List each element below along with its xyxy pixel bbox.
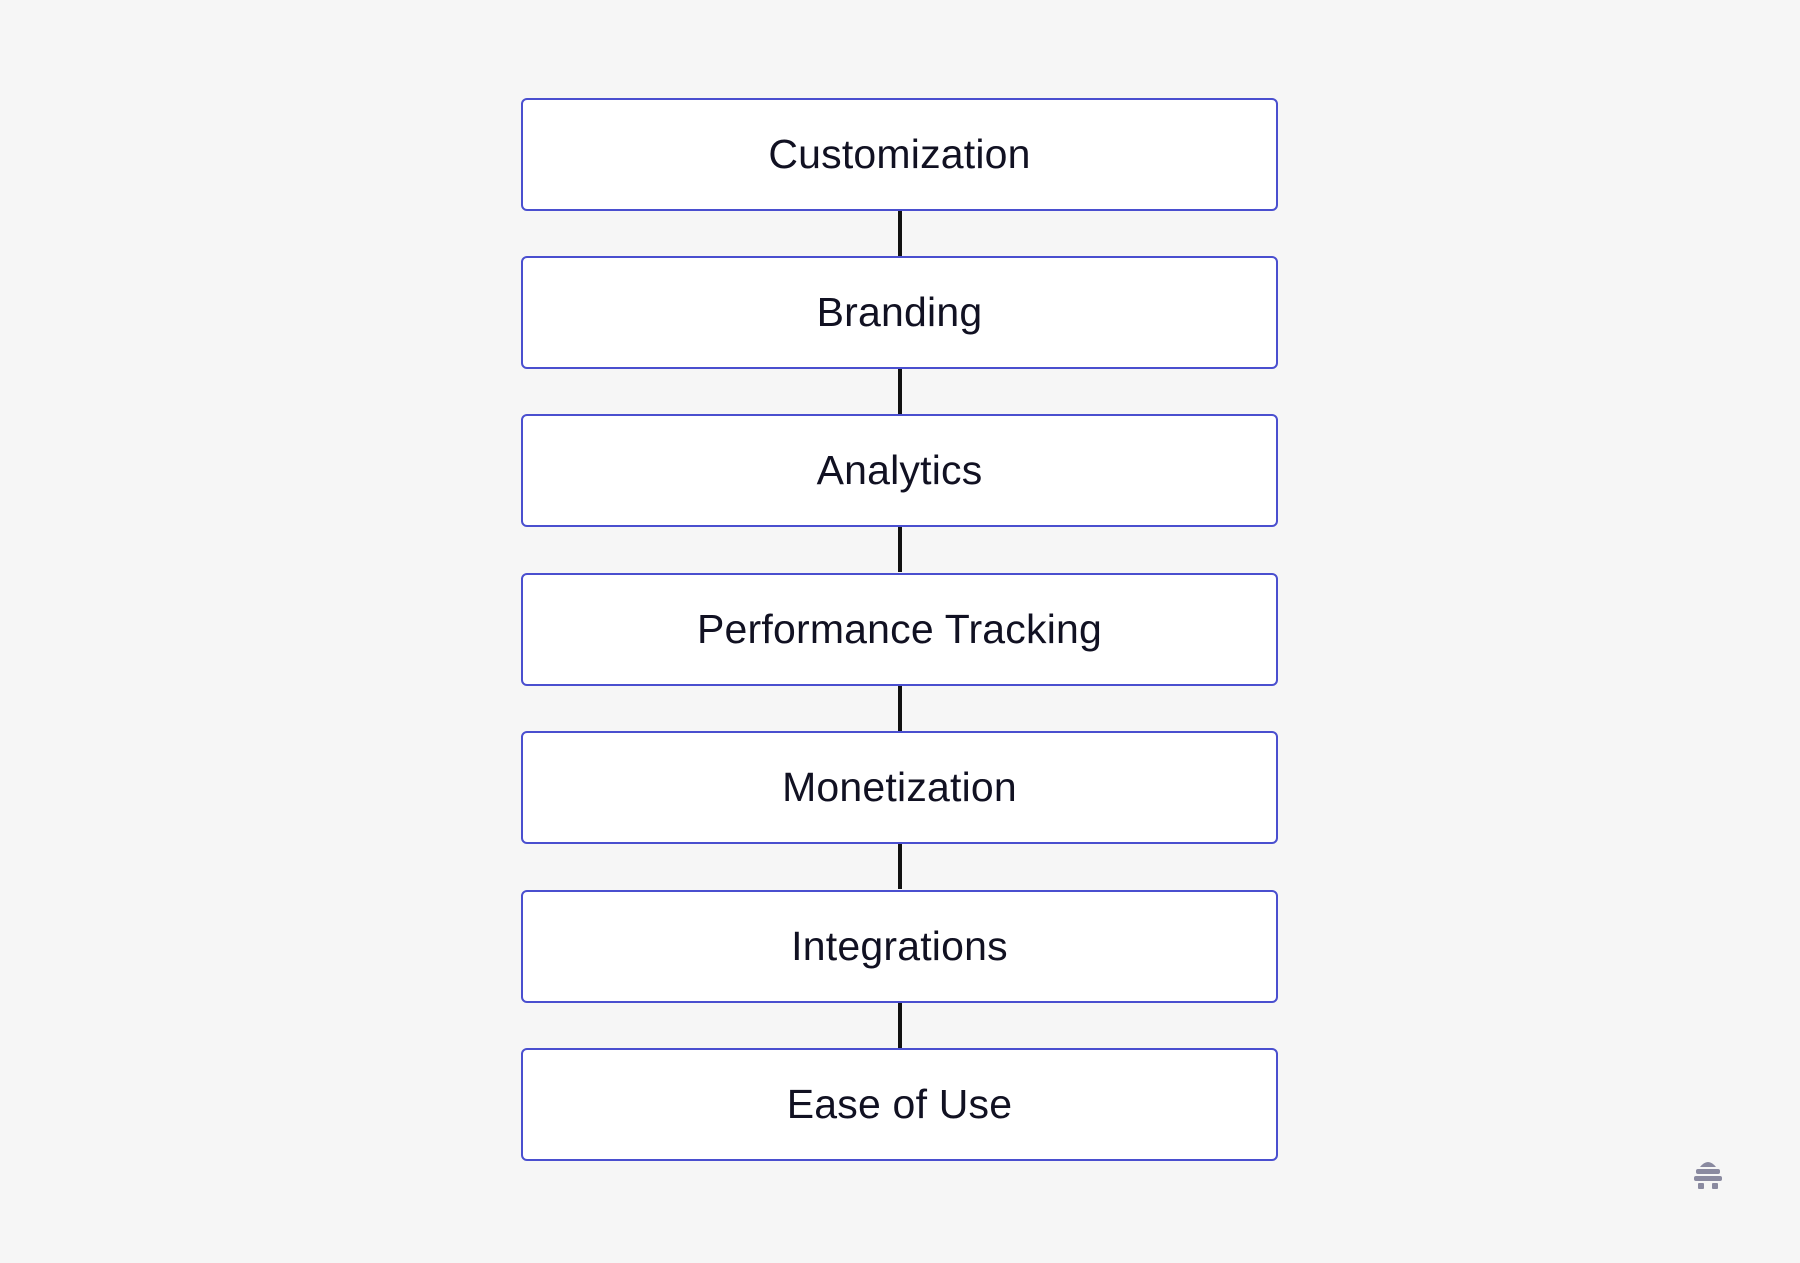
beehive-logo-icon xyxy=(1690,1157,1726,1191)
connector-branding-analytics xyxy=(898,369,902,414)
node-label: Customization xyxy=(768,131,1031,177)
node-monetization: Monetization xyxy=(521,731,1278,844)
node-ease-of-use: Ease of Use xyxy=(521,1048,1278,1161)
connector-integrations-ease-of-use xyxy=(898,1003,902,1048)
node-label: Monetization xyxy=(782,764,1017,810)
node-label: Integrations xyxy=(791,923,1008,969)
connector-analytics-performance-tracking xyxy=(898,527,902,572)
connector-monetization-integrations xyxy=(898,844,902,889)
node-analytics: Analytics xyxy=(521,414,1278,527)
node-integrations: Integrations xyxy=(521,890,1278,1003)
node-label: Performance Tracking xyxy=(696,606,1103,652)
node-branding: Branding xyxy=(521,256,1278,369)
node-label: Ease of Use xyxy=(786,1081,1013,1127)
node-label: Branding xyxy=(816,289,983,335)
node-performance-tracking: Performance Tracking xyxy=(521,573,1278,686)
node-customization: Customization xyxy=(521,98,1278,211)
node-label: Analytics xyxy=(816,447,983,493)
connector-performance-tracking-monetization xyxy=(898,686,902,731)
connector-customization-branding xyxy=(898,211,902,256)
